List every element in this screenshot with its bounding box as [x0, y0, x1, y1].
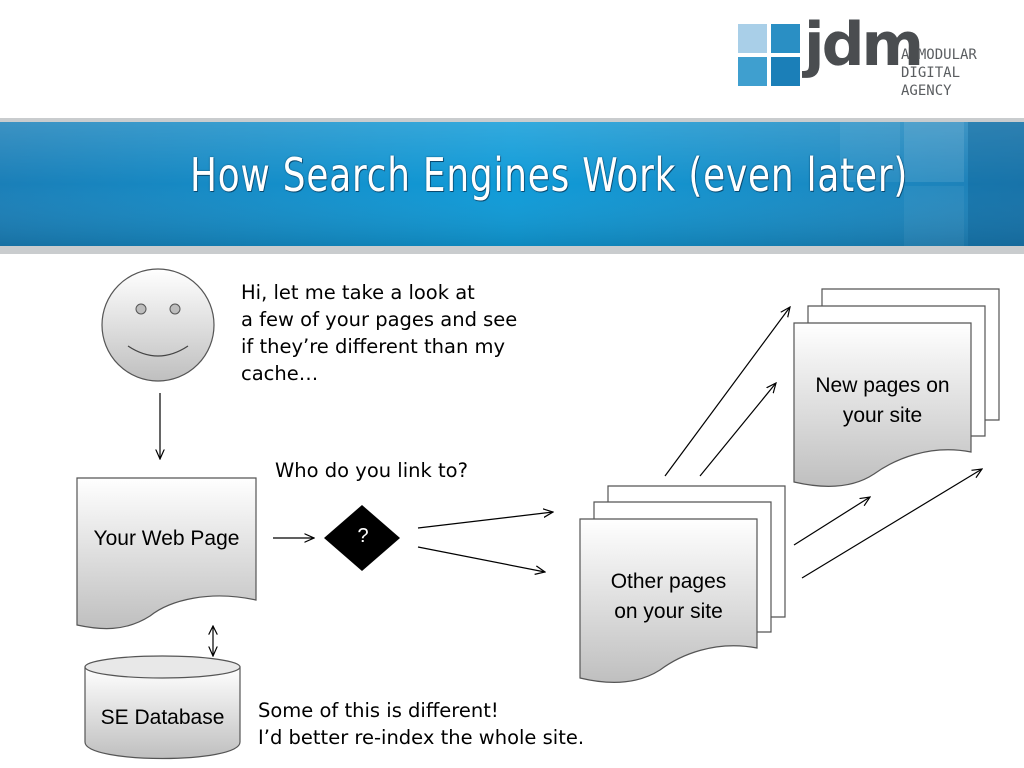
arrow-other-to-new-1	[664, 307, 790, 477]
web-page-label: Your Web Page	[93, 527, 240, 550]
logo-tile	[771, 57, 800, 86]
search-engine-face-icon	[101, 268, 215, 382]
banner-background	[0, 118, 1024, 254]
logo-tile	[738, 57, 767, 86]
logo-wordmark: jdm	[804, 10, 924, 80]
decision-diamond-icon	[324, 505, 400, 571]
database-cylinder-icon	[84, 655, 241, 760]
speech-2-line: Some of this is different!	[258, 699, 499, 722]
logo-tile	[771, 24, 800, 53]
title-banner	[0, 118, 1024, 254]
logo-tagline-line-2: DIGITAL AGENCY	[901, 65, 961, 99]
other-pages-label: Other pages on your site	[580, 567, 757, 627]
speech-1-line: cache…	[241, 362, 319, 385]
speech-bubble-text-2: Some of this is different! I’d better re…	[258, 697, 584, 751]
jdm-logo: jdm A MODULAR DIGITAL AGENCY	[738, 10, 1018, 99]
other-pages-line: on your site	[614, 600, 723, 623]
logo-tagline: A MODULAR DIGITAL AGENCY	[901, 46, 1018, 100]
speech-1-line: if they’re different than my	[241, 335, 506, 358]
arrow-other-to-new-2	[699, 383, 776, 477]
link-question-text: Who do you link to?	[275, 459, 468, 482]
other-pages-stack-icon	[579, 485, 786, 683]
web-page-document-icon	[76, 477, 257, 630]
speech-2-line: I’d better re-index the whole site.	[258, 726, 585, 749]
new-pages-line: your site	[842, 404, 923, 427]
arrow-other-to-new-4	[801, 469, 982, 579]
speech-1-line: a few of your pages and see	[241, 308, 518, 331]
arrow-decision-to-pages-bottom	[417, 546, 545, 572]
speech-1-line: Hi, let me take a look at	[241, 281, 475, 304]
decision-label: ?	[357, 525, 369, 547]
database-label: SE Database	[100, 706, 225, 729]
logo-tiles-icon	[738, 24, 800, 88]
speech-bubble-text-1: Hi, let me take a look at a few of your …	[241, 279, 517, 387]
arrow-other-to-new-3	[793, 497, 870, 546]
logo-tile	[738, 24, 767, 53]
new-pages-label: New pages on your site	[794, 371, 971, 431]
new-pages-line: New pages on	[815, 374, 950, 397]
new-pages-stack-icon	[793, 288, 1000, 487]
other-pages-line: Other pages	[610, 570, 727, 593]
arrow-decision-to-pages-top	[417, 512, 553, 529]
logo-tagline-line-1: A MODULAR	[901, 47, 977, 63]
